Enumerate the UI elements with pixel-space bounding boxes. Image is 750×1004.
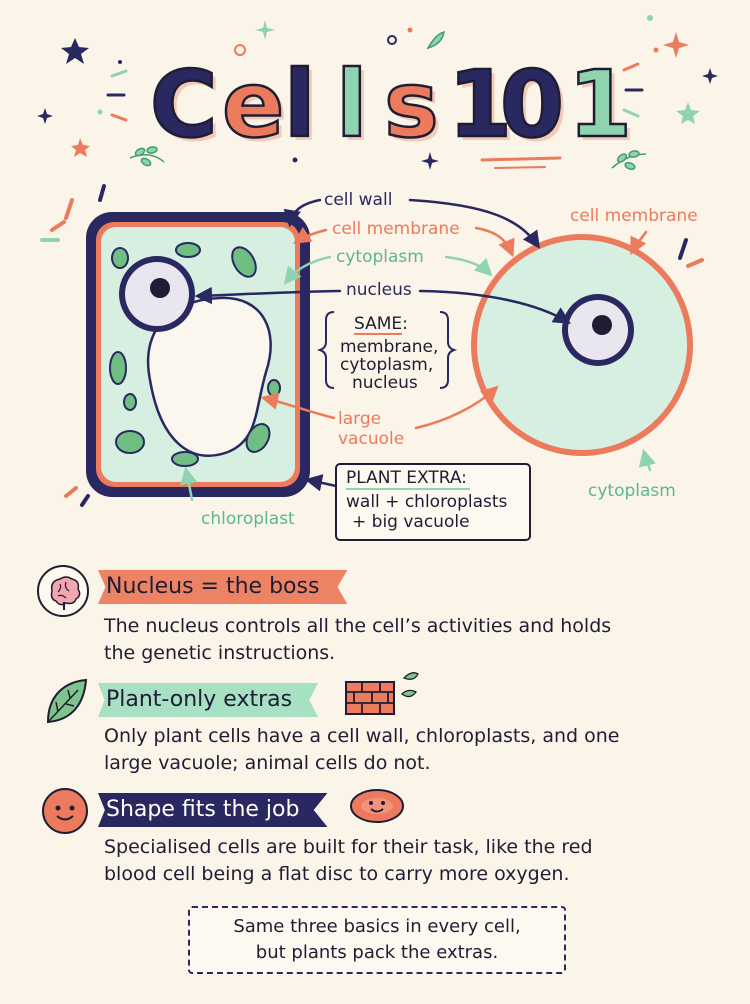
title-letter: l — [284, 51, 316, 158]
star-icon — [61, 38, 89, 64]
animal-cell — [471, 234, 693, 456]
same-line-1: membrane, — [340, 337, 438, 357]
leaf-icon — [426, 30, 445, 50]
title-letter-shadow: 1 — [572, 55, 636, 162]
red-blood-cell-icon — [348, 786, 406, 826]
smiley-cell-icon — [40, 786, 90, 836]
label-chloroplast: chloroplast — [201, 509, 295, 529]
body-line: Specialised cells are built for their ta… — [104, 836, 593, 858]
label-cell-membrane-right: cell membrane — [570, 206, 698, 226]
sparkle-icon — [702, 68, 718, 84]
title-letter: l — [336, 51, 368, 158]
summary-line: but plants pack the extras. — [255, 942, 499, 963]
label-cytoplasm-right: cytoplasm — [588, 481, 676, 501]
sparkle-icon — [37, 108, 53, 124]
same-line-2: cytoplasm, — [340, 355, 433, 375]
section-banner-plant-extras: Plant-only extras — [98, 683, 319, 717]
title-letter-shadow: e — [226, 55, 288, 162]
star-icon — [71, 138, 90, 157]
sparkle-decorations — [37, 15, 718, 171]
label-large-vacuole-1: large — [338, 409, 381, 429]
title-letter-shadow: 1 — [452, 55, 516, 162]
label-nucleus-center: nucleus — [346, 280, 412, 300]
label-large-vacuole-2: vacuole — [338, 429, 404, 449]
leaf-sprig-icon — [129, 146, 165, 167]
title-letter-shadow: s — [388, 55, 443, 162]
title-letter-shadow: 0 — [504, 55, 568, 162]
body-line: The nucleus controls all the cell’s acti… — [104, 615, 612, 637]
body-line: Only plant cells have a cell wall, chlor… — [104, 725, 620, 747]
star-icon — [676, 102, 700, 124]
title-letter: C — [150, 51, 218, 158]
section-banner-nucleus: Nucleus = the boss — [98, 570, 348, 604]
plant-extra-heading: PLANT EXTRA: — [346, 468, 467, 488]
title-letter: 1 — [448, 51, 512, 158]
cell-diagram: cell wall cell membrane cytoplasm nucleu… — [40, 184, 704, 541]
body-line: blood cell being a flat disc to carry mo… — [104, 863, 570, 885]
title-letter: 1 — [568, 51, 632, 158]
label-cytoplasm-center: cytoplasm — [336, 247, 424, 267]
plant-extra-box: PLANT EXTRA: wall + chloroplasts + big v… — [335, 463, 531, 541]
brain-icon — [36, 564, 90, 618]
brick-wall-icon — [344, 680, 396, 716]
label-cell-membrane-center: cell membrane — [332, 219, 460, 239]
label-cell-wall: cell wall — [324, 190, 392, 210]
leaf-sprig-icon — [611, 150, 647, 171]
body-line: the genetic instructions. — [104, 642, 336, 664]
plant-extra-line-1: wall + chloroplasts — [346, 492, 508, 512]
plant-cell — [86, 212, 310, 497]
section-body-shape: Specialised cells are built for their ta… — [104, 834, 704, 888]
leaf-sprig-icon — [398, 670, 422, 704]
section-body-nucleus: The nucleus controls all the cell’s acti… — [104, 613, 704, 667]
title-letter-shadow: C — [154, 55, 222, 162]
accent-dashes — [40, 184, 704, 507]
same-line-3: nucleus — [352, 373, 418, 393]
animal-nucleus — [562, 294, 634, 366]
sparkle-icon — [255, 20, 275, 40]
body-line: large vacuole; animal cells do not. — [104, 752, 431, 774]
same-heading: SAME: — [354, 314, 408, 334]
plant-extra-line-2: + big vacuole — [352, 512, 470, 532]
star-icon — [663, 32, 689, 58]
summary-line: Same three basics in every cell, — [233, 916, 521, 937]
title-letter: s — [384, 51, 439, 158]
summary-box: Same three basics in every cell, but pla… — [188, 906, 566, 974]
plant-nucleus — [119, 256, 195, 332]
section-banner-shape: Shape fits the job — [98, 793, 328, 827]
sparkle-icon — [421, 152, 439, 170]
title-letter: 0 — [500, 51, 564, 158]
same-box: SAME: membrane, cytoplasm, nucleus — [316, 311, 458, 393]
leaf-icon — [44, 676, 90, 726]
section-body-plant-extras: Only plant cells have a cell wall, chlor… — [104, 723, 704, 777]
title-letter-shadow: l — [340, 55, 372, 162]
title-letter-shadow: l — [288, 55, 320, 162]
title-letter: e — [222, 51, 284, 158]
